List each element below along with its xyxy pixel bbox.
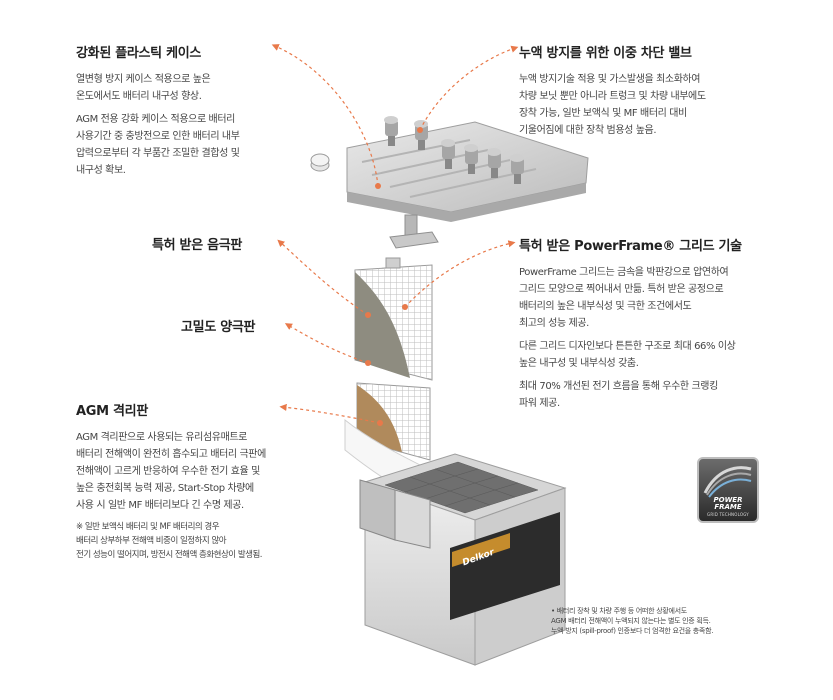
positive-plate-separator [344, 382, 431, 506]
agm-separator-text: AGM 격리판으로 사용되는 유리섬유매트로 배터리 전해액이 완전히 흡수되고… [76, 432, 266, 511]
callout-arrows [271, 44, 519, 424]
callout-dots [365, 127, 423, 426]
plastic-case-text-2: AGM 전용 강화 케이스 적용으로 배터리 사용기간 중 충방전으로 인한 배… [76, 114, 240, 176]
agm-separator-title: AGM 격리판 [76, 404, 148, 419]
vent-valves [384, 116, 524, 184]
powerframe-text-1: PowerFrame 그리드는 금속을 박판강으로 압연하여 그리드 모양으로 … [519, 267, 729, 329]
powerframe-text-3: 최대 70% 개선된 전기 흐름을 통해 우수한 크랭킹 파워 제공. [519, 381, 718, 409]
powerframe-logo: POWER FRAME GRID TECHNOLOGY [697, 457, 759, 523]
certification-footnote: • 배터리 장착 및 차량 주행 등 어떠한 상황에서도 AGM 배터리 전해액… [551, 607, 714, 635]
powerframe-section: 특허 받은 PowerFrame® 그리드 기술 PowerFrame 그리드는… [519, 235, 789, 418]
plastic-case-text-1: 열변형 방지 케이스 적용으로 높은 온도에서도 배터리 내구성 향상. [76, 74, 211, 102]
positive-plate-section: 고밀도 양극판 [181, 316, 255, 345]
valve-text: 누액 방지기술 적용 및 가스발생을 최소화하여 차량 보닛 뿐만 아니라 트렁… [519, 74, 706, 136]
powerframe-swoosh-icon [703, 466, 752, 498]
negative-plate-title: 특허 받은 음극판 [152, 238, 243, 253]
positive-plate-title: 고밀도 양극판 [181, 320, 256, 335]
powerframe-logo-subtitle: GRID TECHNOLOGY [707, 512, 749, 517]
agm-separator-section: AGM 격리판 AGM 격리판으로 사용되는 유리섬유매트로 배터리 전해액이 … [76, 400, 336, 562]
battery-case [359, 453, 567, 666]
negative-plate-section: 특허 받은 음극판 [152, 234, 242, 263]
powerframe-title: 특허 받은 PowerFrame® 그리드 기술 [519, 239, 742, 254]
negative-plate [354, 257, 433, 381]
powerframe-text-2: 다른 그리드 디자인보다 튼튼한 구조로 최대 66% 이상 높은 내구성 및 … [519, 341, 736, 369]
battery-lid [310, 121, 589, 249]
plastic-case-section: 강화된 플라스틱 케이스 열변형 방지 케이스 적용으로 높은 온도에서도 배터… [76, 42, 316, 185]
plastic-case-title: 강화된 플라스틱 케이스 [76, 46, 202, 61]
valve-section: 누액 방지를 위한 이중 차단 밸브 누액 방지기술 적용 및 가스발생을 최소… [519, 42, 789, 145]
powerframe-logo-title: POWER FRAME [713, 496, 743, 511]
valve-title: 누액 방지를 위한 이중 차단 밸브 [519, 46, 692, 61]
agm-separator-note: ※ 일반 보액식 배터리 및 MF 배터리의 경우 배터리 상부하부 전해액 비… [76, 522, 262, 560]
